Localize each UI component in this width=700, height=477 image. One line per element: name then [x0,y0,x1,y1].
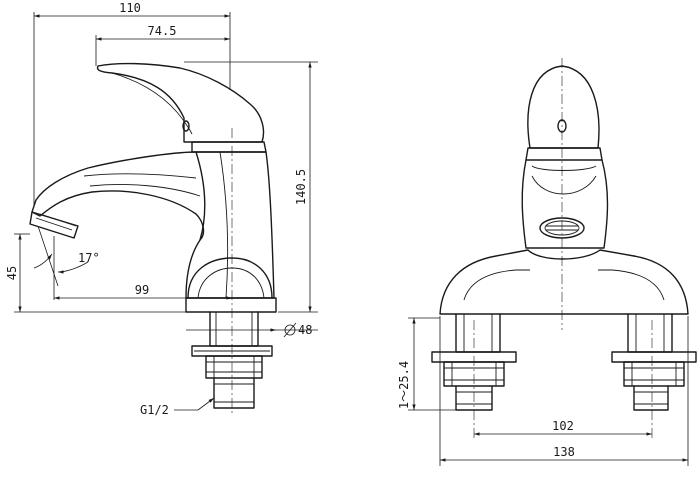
dim-center-distance: 102 [552,419,574,433]
front-lever [527,65,600,149]
spout [31,151,205,241]
right-tail-pipe [611,313,697,438]
dim-lever-length: 74.5 [148,24,177,38]
dim-spout-height: 45 [5,266,19,280]
dim-height: 140.5 [294,169,308,205]
left-tail-pipe [431,313,517,438]
thread-connection [213,377,255,409]
dim-pipe-height: 1～25.4 [397,361,411,409]
lever-handle [96,62,265,143]
fixing-nut [205,355,263,379]
dim-spout-reach: 99 [135,283,149,297]
dim-overall-width: 110 [119,1,141,15]
lever-screw [182,120,190,132]
front-deck [439,249,689,315]
dim-base-diameter: 48 [298,323,312,337]
aerator [29,211,79,239]
shank [209,311,259,347]
front-view: 1～25.4 102 138 [397,58,697,466]
tap-body [185,151,275,299]
thread-label: G1/2 [140,403,169,417]
diameter-symbol [283,322,297,338]
side-view: 110 74.5 140.5 45 17° 99 48 [5,1,318,417]
dim-spout-angle: 17° [78,251,100,265]
dim-front-overall-width: 138 [553,445,575,459]
